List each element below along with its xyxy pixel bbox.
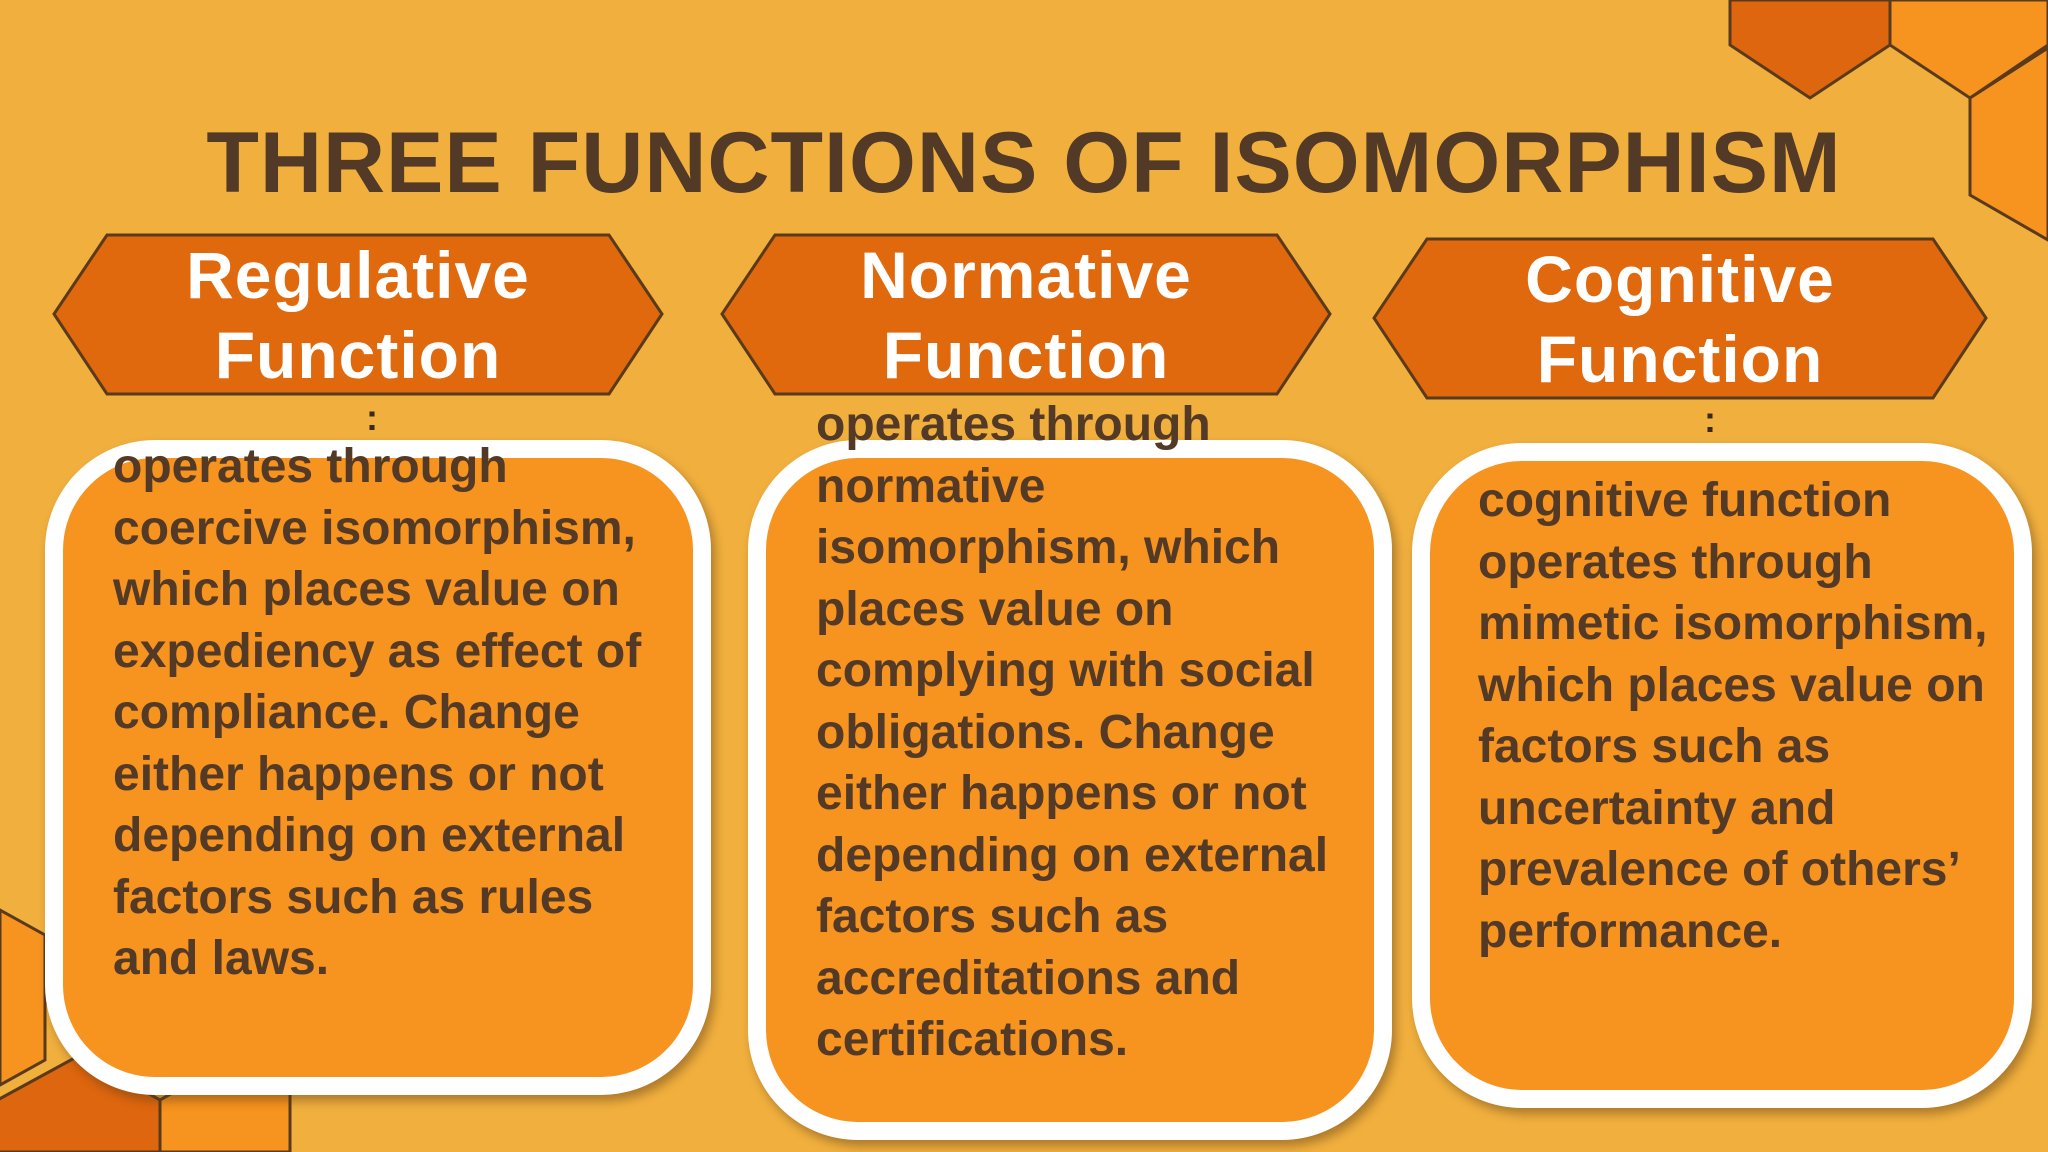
hexagon-shape: [0, 908, 47, 1087]
normative-function-header: Normative Function: [720, 233, 1332, 396]
hexagon-shape: [1968, 46, 2048, 242]
hexagon-shape: [52, 233, 664, 396]
normative-function-card: [748, 440, 1392, 1140]
hexagon-shape: [1728, 0, 1892, 100]
regulative-function-description: operates through coercive isomorphism, w…: [113, 440, 642, 985]
hexagon-shape: [720, 233, 1332, 396]
header-label: Cognitive Function: [1525, 241, 1835, 396]
connector-colon: :: [1704, 399, 1716, 440]
regulative-function-header: Regulative Function: [52, 233, 664, 396]
normative-function-description: operates through normative isomorphism, …: [816, 398, 1329, 1066]
cognitive-function-card: [1412, 443, 2032, 1108]
regulative-function-card: [45, 440, 711, 1095]
header-label: Regulative Function: [186, 237, 530, 392]
hexagon-shape: [1372, 237, 1988, 400]
header-label: Normative Function: [860, 237, 1192, 392]
slide-title: THREE FUNCTIONS OF ISOMORPHISM: [206, 115, 1842, 211]
cognitive-function-description: cognitive function operates through mime…: [1478, 474, 1988, 958]
connector-colon: :: [366, 397, 378, 438]
cognitive-function-header: Cognitive Function: [1372, 237, 1988, 400]
